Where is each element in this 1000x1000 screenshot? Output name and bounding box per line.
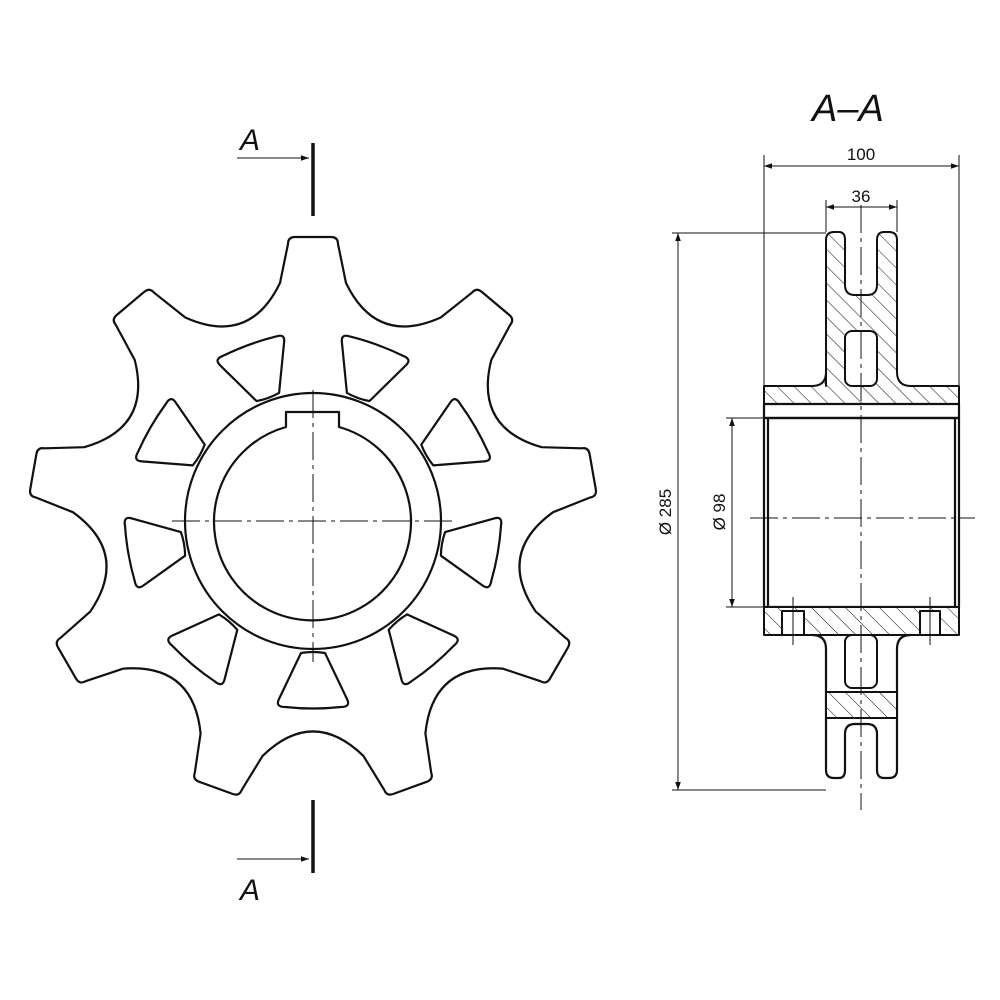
- upper-flange-section: [763, 231, 960, 405]
- sprocket-outline: [28, 235, 598, 796]
- dimension-value: 36: [852, 187, 871, 206]
- sprocket-window: [420, 398, 491, 467]
- dimension-overall-width: 100: [763, 145, 960, 386]
- sprocket-front-view: [28, 235, 598, 796]
- dimension-value: Ø 285: [656, 489, 675, 535]
- section-mark-top: A: [237, 124, 315, 216]
- dimension-outer-diameter: Ø 285: [656, 232, 826, 791]
- sprocket-window: [439, 516, 503, 589]
- dimension-flange-width: 36: [825, 187, 898, 232]
- dimension-bore-diameter: Ø 98: [710, 417, 764, 608]
- sprocket-window: [135, 398, 206, 467]
- section-mark-bottom: A: [237, 800, 315, 907]
- sprocket-window: [167, 613, 239, 686]
- sprocket-window: [123, 516, 187, 589]
- bore-with-keyway: [212, 410, 413, 622]
- sprocket-window: [387, 613, 459, 686]
- dimension-value: Ø 98: [710, 494, 729, 531]
- section-letter-bottom: A: [238, 874, 260, 907]
- sprocket-window: [276, 650, 350, 710]
- sprocket-windows: [123, 334, 503, 710]
- sprocket-window: [216, 334, 286, 403]
- sprocket-window: [340, 334, 410, 403]
- section-letter-top: A: [238, 124, 260, 157]
- section-title: A–A: [810, 88, 884, 130]
- section-view: A–A 100 36: [656, 88, 975, 810]
- dimension-value: 100: [847, 145, 875, 164]
